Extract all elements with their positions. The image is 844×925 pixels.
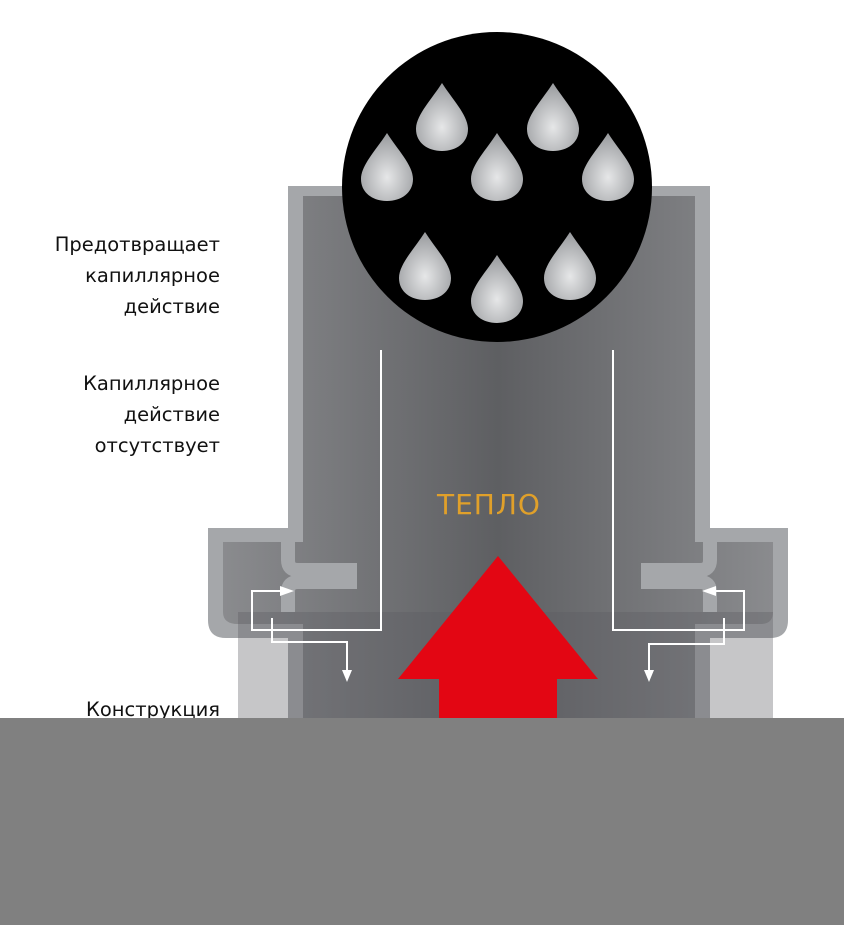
label-prevents-capillary: Предотвращает капиллярное действие [55, 229, 220, 322]
label-line: Капиллярное [83, 372, 220, 395]
gray-overlay [0, 718, 844, 925]
heat-arrow-icon [398, 556, 598, 718]
inner-body [223, 196, 773, 718]
label-line: Предотвращает [54, 233, 220, 256]
heat-label: ТЕПЛО [437, 488, 541, 521]
label-line: действие [123, 295, 220, 318]
label-construction: Конструкция [86, 698, 220, 721]
label-line: действие [123, 403, 220, 426]
label-no-capillary: Капиллярное действие отсутствует [83, 368, 220, 461]
label-line: капиллярное [85, 264, 220, 287]
label-line: отсутствует [94, 434, 220, 457]
